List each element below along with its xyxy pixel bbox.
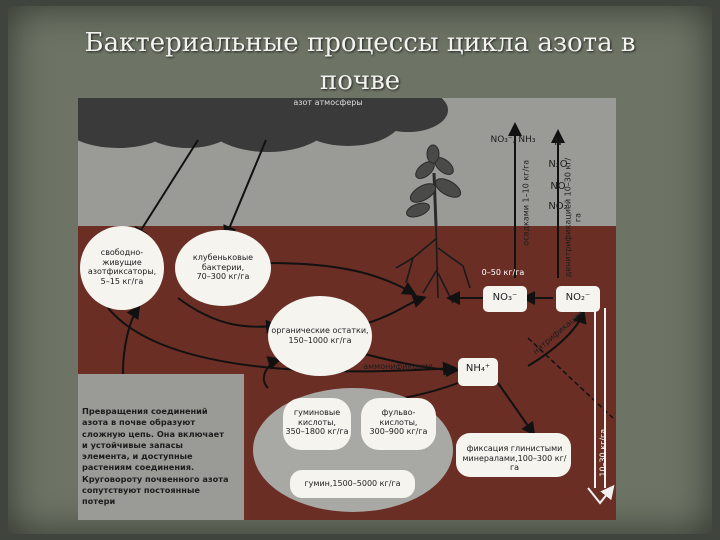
- nh4-box: [458, 358, 498, 386]
- cloud-icon: [78, 98, 448, 152]
- humin-label: гумин,1500–5000 кг/га: [304, 479, 401, 488]
- arrow-denitrif-dashed: [527, 337, 614, 419]
- root-icon: [395, 225, 471, 304]
- humin-box: [290, 470, 415, 498]
- fulvic-label: фульво- кислоты, 300–900 кг/га: [369, 408, 428, 436]
- no3-label: NO₃⁻: [492, 292, 518, 303]
- leaching-arrow: [587, 308, 615, 505]
- fulvic-box: [361, 398, 436, 450]
- arrow-humus-organic: [262, 356, 282, 389]
- title-line-2: почве: [319, 66, 401, 96]
- title-line-1: Бактериальные процессы цикла азота в: [84, 28, 636, 58]
- no2-box: [556, 286, 600, 312]
- nodule-label: клубеньковые бактерии, 70–300 кг/га: [192, 253, 254, 281]
- ammonification-label: аммонификация: [363, 362, 433, 371]
- no2-label: NO₂⁻: [565, 292, 591, 303]
- clay-label: фиксация глинистыми минералами,100–300 к…: [462, 444, 567, 472]
- no-label: NO: [550, 181, 566, 192]
- uptake-label: 0–50 кг/га: [481, 268, 525, 277]
- organic-blob: [268, 296, 372, 376]
- top-compounds-label: NO₃⁻, NH₃: [490, 135, 536, 145]
- leaching-label: 10–30 кг/га: [598, 428, 608, 477]
- denitrif-label: денитрификацией 10–30 кг/га: [563, 157, 583, 278]
- nitrogen-cycle-diagram: азот атмосферы свободно- живущие азотфик…: [78, 98, 616, 520]
- arrow-free-organic: [177, 297, 280, 334]
- precip-label: осадками 1–10 кг/га: [521, 159, 531, 246]
- note-panel: [78, 374, 244, 520]
- arrow-atm-nodule: [223, 139, 267, 240]
- slide-title: Бактериальные процессы цикла азота в поч…: [0, 24, 720, 100]
- arrow-nh4-no2: [527, 309, 587, 367]
- free-living-blob: [80, 226, 164, 310]
- arrow-organic-plant: [367, 294, 427, 324]
- nodule-blob: [175, 230, 271, 306]
- arrow-nh4-clay: [497, 382, 536, 437]
- arrow-free-plant: [107, 307, 457, 376]
- atmosphere-label: азот атмосферы: [293, 98, 363, 107]
- humic-label: гуминовые кислоты, 350–1800 кг/га: [285, 408, 349, 436]
- humic-box: [283, 398, 351, 450]
- no3-box: [483, 286, 527, 312]
- no2-top-label: NO₂: [548, 201, 568, 212]
- note-text: Превращения соединений азота в почве обр…: [82, 406, 229, 507]
- nh4-label: NH₄⁺: [465, 363, 491, 374]
- clay-box: [456, 433, 571, 477]
- arrow-nodule-plant: [267, 262, 417, 295]
- organic-label: органические остатки, 150–1000 кг/га: [271, 326, 369, 345]
- free-living-label: свободно- живущие азотфиксаторы, 5–15 кг…: [87, 248, 157, 286]
- n-label: N: [554, 137, 562, 148]
- plant-icon: [406, 144, 462, 227]
- n2o-label: N₂O: [548, 159, 568, 170]
- arrow-atm-free: [133, 139, 199, 242]
- diagram-graphics: [78, 98, 615, 512]
